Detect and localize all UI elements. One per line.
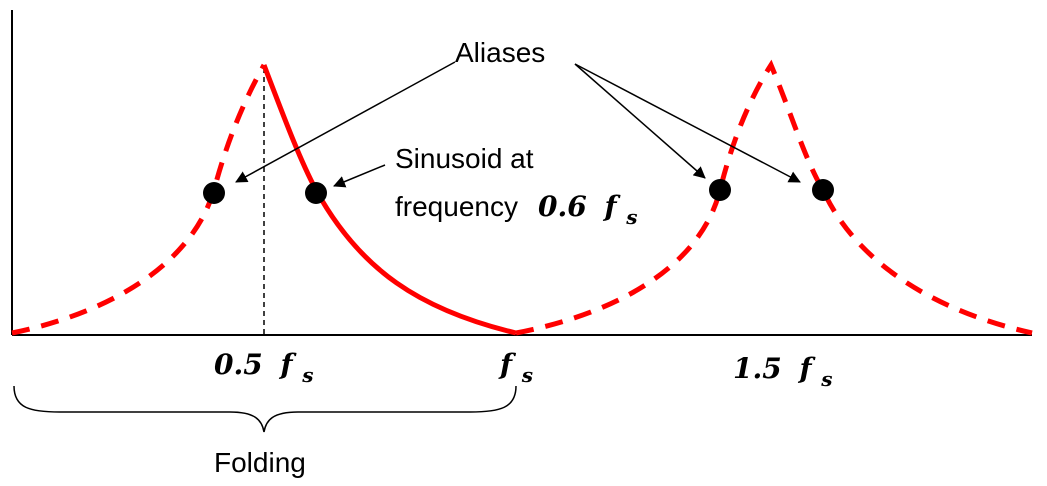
tick-label-fs: f s <box>498 348 533 387</box>
tick-label-one-half-fs: 1.5 f s <box>733 352 833 391</box>
sinusoid-frequency-value: 0.6 f s <box>538 190 638 229</box>
alias-point-2 <box>709 179 731 201</box>
folding-brace <box>13 385 517 433</box>
sinusoid-point <box>305 182 327 204</box>
aliases-label: Aliases <box>455 37 545 68</box>
folding-label: Folding <box>214 447 306 478</box>
main-curve-solid <box>261 64 517 336</box>
alias-curve-left-rising <box>11 63 267 336</box>
alias-curve-right <box>515 59 1033 336</box>
sinusoid-label-line1: Sinusoid at <box>395 143 534 174</box>
sinusoid-arrow <box>333 164 386 188</box>
tick-label-half-fs: 0.5 f s <box>214 348 314 387</box>
aliases-arrow-mid <box>574 63 706 179</box>
alias-point-1 <box>203 182 225 204</box>
alias-point-3 <box>812 179 834 201</box>
aliases-arrow-left <box>235 61 456 183</box>
sinusoid-label-line2: frequency <box>395 191 518 222</box>
aliases-arrow-right <box>574 63 801 183</box>
